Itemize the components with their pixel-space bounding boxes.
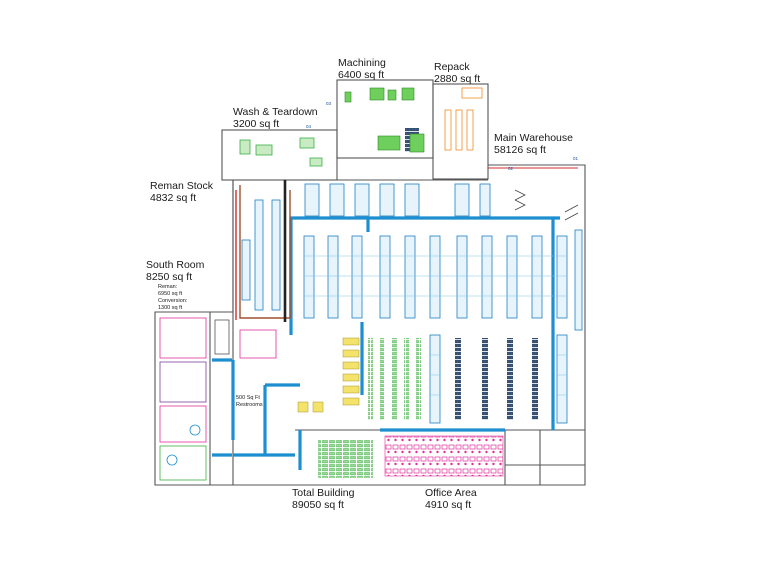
repack-size: 2880 sq ft [434,73,480,85]
south-room-reman-label: Reman: [158,284,178,290]
area-labels: Machining 6400 sq ft Repack 2880 sq ft W… [146,57,573,511]
main-warehouse-size: 58126 sq ft [494,144,546,156]
main-warehouse-label: Main Warehouse [494,132,573,144]
repack-equipment [444,87,483,151]
south-room-conversion-label: Conversion: [158,298,188,304]
south-room-reman-size: 6950 sq ft [158,291,183,297]
reman-stock-label: Reman Stock [150,180,214,192]
south-room-label: South Room [146,259,205,271]
south-room-size: 8250 sq ft [146,271,192,283]
wash-teardown-equipment [239,137,323,167]
marker-04: 04 [306,124,312,129]
marker-01: 01 [573,156,579,161]
warehouse-racks [241,183,583,424]
reman-stock-size: 4832 sq ft [150,192,196,204]
rack-subdivisions [304,255,567,396]
wash-teardown-size: 3200 sq ft [233,118,279,130]
office-desks [384,435,504,477]
total-building-size: 89050 sq ft [292,499,344,511]
heavy-partition-lines [212,216,560,470]
south-room-conversion-size: 1300 sq ft [158,305,183,311]
wash-teardown-label: Wash & Teardown [233,106,318,118]
green-shelving [318,338,421,478]
office-area-size: 4910 sq ft [425,499,471,511]
area-markers: 01 02 03 04 [306,101,579,171]
restrooms-label: Restrooms [236,402,263,408]
yellow-equipment [297,337,360,413]
marker-03: 03 [326,101,332,106]
machining-equipment [344,87,425,153]
machining-size: 6400 sq ft [338,69,384,81]
conveyor-lines [235,167,578,322]
marker-02: 02 [508,166,514,171]
south-room-equipment [159,317,277,481]
total-building-label: Total Building [292,487,355,499]
machining-label: Machining [338,57,386,69]
restrooms-size: 500 Sq Ft [236,395,260,401]
office-area-label: Office Area [425,487,477,499]
repack-label: Repack [434,61,470,73]
dark-storage-racks [405,128,538,420]
loading-dock [514,189,579,221]
